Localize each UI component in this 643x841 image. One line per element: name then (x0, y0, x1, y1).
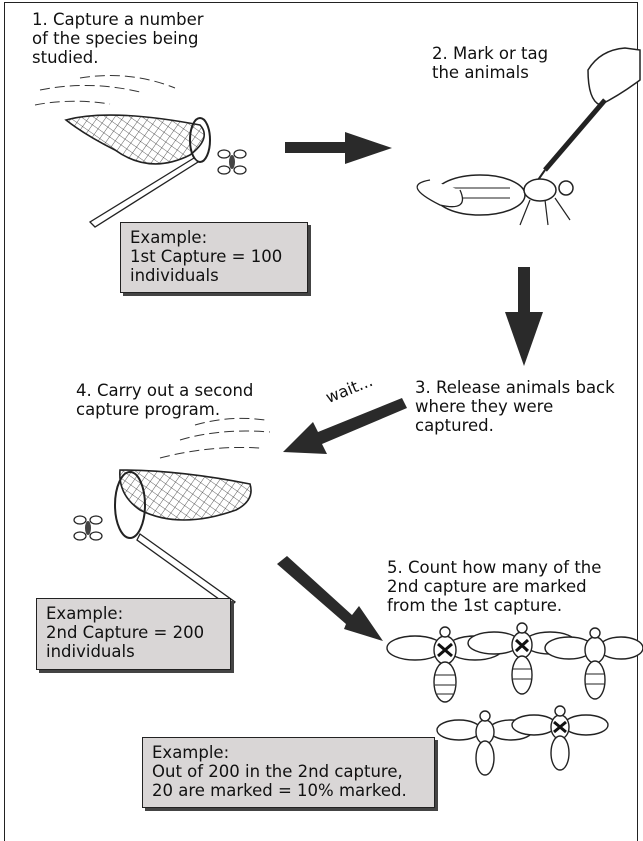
bee-icon (545, 628, 643, 699)
bee-icon (512, 706, 608, 770)
fly-icon (218, 150, 246, 174)
step-2-text: 2. Mark or tag the animals (432, 44, 548, 82)
step-1-text: 1. Capture a number of the species being… (32, 10, 204, 67)
example-box-second-capture: Example: 2nd Capture = 200 individuals (36, 598, 231, 670)
arrow-down (505, 267, 543, 366)
arrow-down-right (277, 556, 383, 641)
net-icon (35, 76, 210, 227)
example-box-marked-count: Example: Out of 200 in the 2nd capture, … (142, 737, 435, 808)
arrow-right (285, 132, 392, 164)
arrow-down-left (283, 398, 407, 454)
marking-hand-icon (538, 48, 640, 180)
net-icon (115, 418, 270, 607)
step-4-text: 4. Carry out a second capture program. (76, 381, 253, 419)
fly-icon (74, 516, 102, 540)
example-box-first-capture: Example: 1st Capture = 100 individuals (120, 222, 308, 293)
step-5-text: 5. Count how many of the 2nd capture are… (387, 558, 601, 615)
tagged-insect-icon (417, 175, 573, 225)
step-3-text: 3. Release animals back where they were … (415, 378, 615, 435)
